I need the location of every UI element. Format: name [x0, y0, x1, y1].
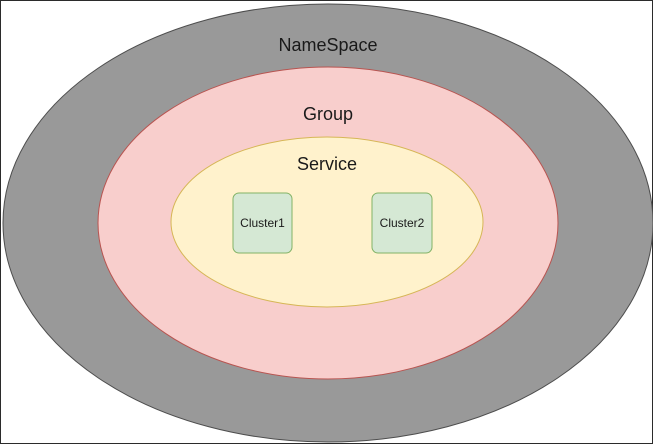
- service-ellipse[interactable]: [170, 136, 484, 308]
- service-label: Service: [297, 154, 357, 174]
- cluster2-box[interactable]: [371, 192, 433, 254]
- namespace-label: NameSpace: [278, 35, 377, 55]
- group-label: Group: [303, 104, 353, 124]
- cluster1-label: Cluster1: [240, 216, 285, 230]
- cluster1-box[interactable]: [232, 192, 293, 254]
- cluster2-label: Cluster2: [380, 216, 425, 230]
